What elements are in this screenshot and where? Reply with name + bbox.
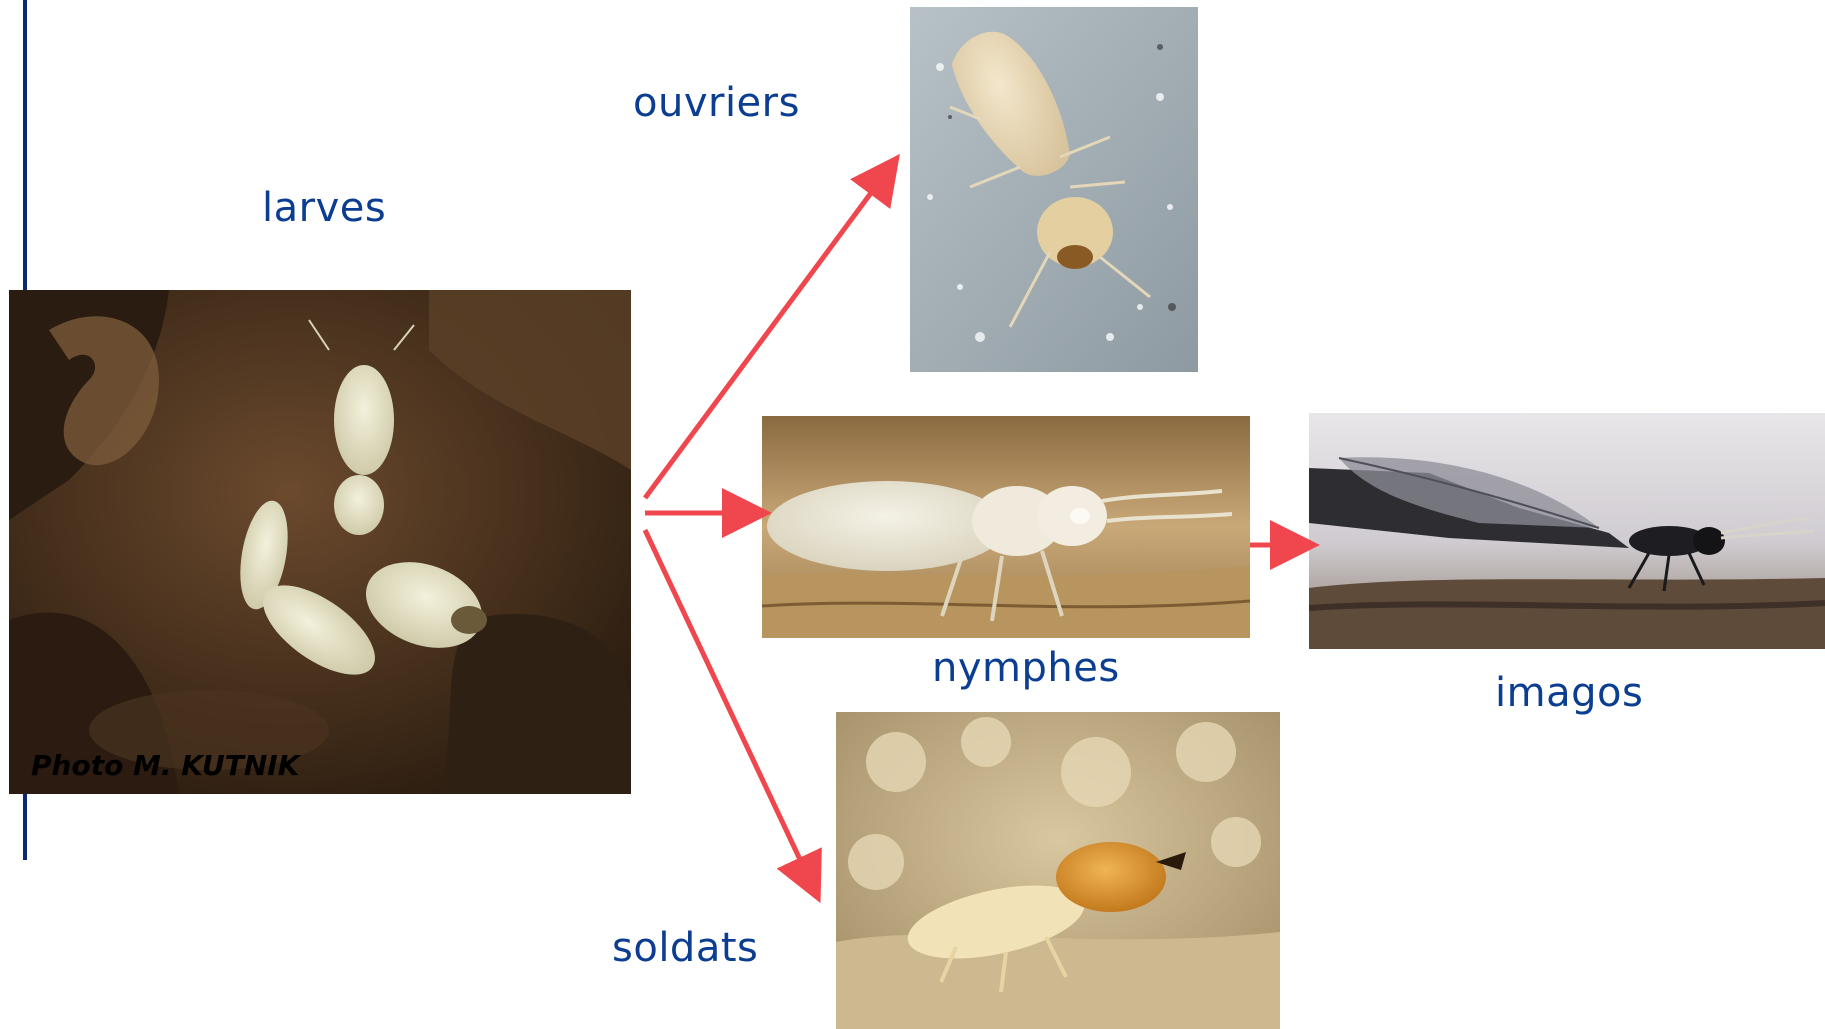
left-accent-bar-fade: [23, 790, 27, 860]
larves-image: [9, 290, 631, 794]
label-larves: larves: [262, 185, 386, 231]
label-imagos: imagos: [1495, 670, 1643, 716]
label-nymphes: nymphes: [932, 645, 1120, 691]
photo-nymphes: [762, 416, 1250, 638]
photo-larves: Photo M. KUTNIK: [9, 290, 631, 794]
photo-soldats: [836, 712, 1280, 1029]
ouvriers-image: [910, 7, 1198, 372]
soldats-image: [836, 712, 1280, 1029]
nymphes-image: [762, 416, 1250, 638]
photo-imagos: [1309, 413, 1825, 649]
label-ouvriers: ouvriers: [633, 80, 800, 126]
photo-credit: Photo M. KUTNIK: [31, 749, 299, 782]
imagos-image: [1309, 413, 1825, 649]
photo-ouvriers: [910, 7, 1198, 372]
label-soldats: soldats: [612, 925, 758, 971]
